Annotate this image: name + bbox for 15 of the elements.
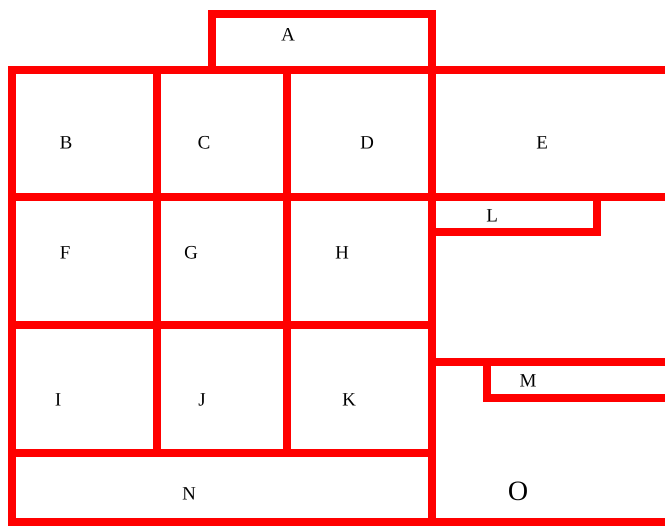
cell-label: B — [60, 134, 72, 152]
cell-label: H — [335, 244, 349, 262]
cell-label: A — [281, 26, 295, 44]
cell-label: F — [60, 244, 70, 262]
cell-label: J — [198, 390, 206, 410]
cell-label: D — [360, 134, 374, 152]
cell-label: N — [182, 484, 196, 504]
cell-label: M — [520, 372, 536, 390]
cell-label: K — [342, 390, 356, 410]
cell-label: E — [536, 134, 548, 152]
cell-label: O — [508, 478, 528, 506]
cell-label: L — [486, 206, 498, 226]
cell-label: I — [54, 390, 62, 410]
cell-label: G — [184, 244, 198, 262]
cell-label: C — [198, 134, 210, 152]
